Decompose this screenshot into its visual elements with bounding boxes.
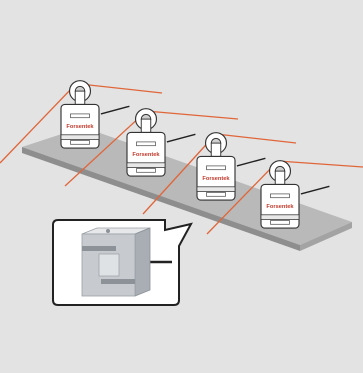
cable-line — [215, 133, 297, 144]
cable-line — [142, 135, 215, 215]
cable-line — [206, 162, 277, 235]
signal-cable — [300, 185, 330, 195]
pulley-icon — [134, 108, 158, 133]
cable-line — [79, 83, 163, 94]
s-type-load-cell-icon — [60, 103, 100, 149]
zoomed-load-cell-icon — [81, 227, 172, 297]
brand-label: Forsentek — [202, 176, 230, 182]
cable-line — [64, 114, 143, 187]
s-type-load-cell-icon — [260, 183, 300, 229]
signal-cable — [166, 133, 196, 143]
load-cell-3: Forsentek — [196, 132, 266, 201]
cable-line — [0, 87, 73, 164]
pulley-icon — [68, 80, 92, 105]
callout-box — [52, 219, 193, 306]
s-type-load-cell-icon — [126, 131, 166, 177]
load-cell-4: Forsentek — [260, 160, 330, 229]
signal-cable — [236, 157, 266, 167]
load-cell-1: Forsentek — [60, 80, 130, 149]
brand-label: Forsentek — [132, 152, 160, 158]
pulley-icon — [204, 132, 228, 157]
load-cell-2: Forsentek — [126, 108, 196, 177]
brand-label: Forsentek — [66, 124, 94, 130]
pulley-icon — [268, 160, 292, 185]
signal-cable — [100, 105, 130, 115]
cable-line — [145, 110, 239, 120]
cables — [0, 83, 363, 235]
brand-label: Forsentek — [266, 204, 294, 210]
cable-line — [277, 160, 363, 168]
s-type-load-cell-icon — [196, 155, 236, 201]
